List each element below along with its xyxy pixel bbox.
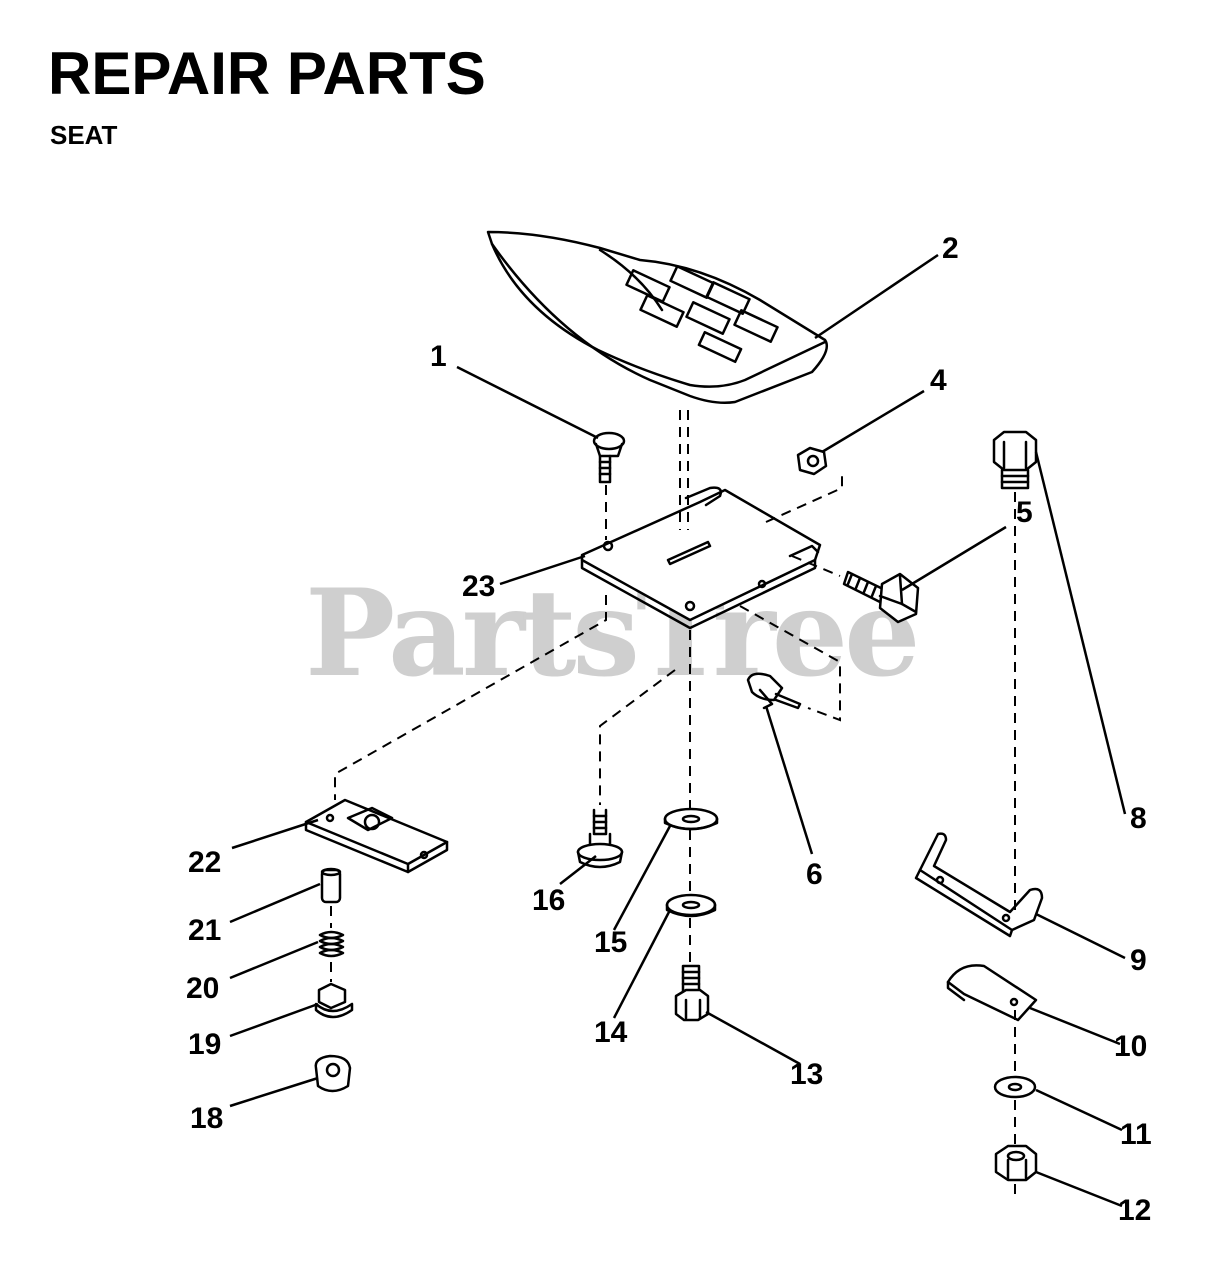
hex-bolt-part bbox=[842, 570, 920, 624]
bracket-part-9 bbox=[914, 832, 1044, 938]
clip-part bbox=[746, 672, 802, 710]
callout-19: 19 bbox=[188, 1028, 221, 1061]
callout-10: 10 bbox=[1114, 1030, 1147, 1063]
carriage-bolt-part bbox=[592, 431, 626, 484]
callout-1: 1 bbox=[430, 340, 447, 373]
callout-9: 9 bbox=[1130, 944, 1147, 977]
leader-lines bbox=[229, 253, 1127, 1208]
plate-part-10 bbox=[946, 964, 1038, 1022]
callout-5: 5 bbox=[1016, 496, 1033, 529]
callout-8: 8 bbox=[1130, 802, 1147, 835]
seat-pan-part bbox=[580, 486, 822, 630]
callout-21: 21 bbox=[188, 914, 221, 947]
nut-part bbox=[796, 446, 828, 476]
flange-nut-part bbox=[314, 1054, 352, 1093]
callout-16: 16 bbox=[532, 884, 565, 917]
lock-nut-part-12 bbox=[994, 1144, 1038, 1182]
bolt-part-8 bbox=[992, 430, 1038, 490]
callout-20: 20 bbox=[186, 972, 219, 1005]
section-subtitle: SEAT bbox=[50, 120, 118, 150]
assembly-dashed-lines bbox=[330, 410, 1016, 1200]
callout-13: 13 bbox=[790, 1058, 823, 1091]
washer-part-15 bbox=[663, 807, 719, 831]
spacer-nut-part bbox=[314, 982, 354, 1019]
pin-part bbox=[320, 867, 342, 904]
callout-14: 14 bbox=[594, 1016, 628, 1049]
callout-4: 4 bbox=[930, 364, 947, 397]
page-title: REPAIR PARTS bbox=[48, 40, 486, 107]
callout-2: 2 bbox=[942, 232, 959, 265]
seat-part bbox=[486, 230, 829, 404]
watermark-text: PartsTree bbox=[305, 563, 920, 704]
washer-part-11 bbox=[993, 1075, 1037, 1099]
washer-part-14 bbox=[665, 893, 717, 918]
mount-bracket-part bbox=[304, 798, 449, 874]
callout-18: 18 bbox=[190, 1102, 223, 1135]
callout-11: 11 bbox=[1120, 1118, 1152, 1151]
callout-12: 12 bbox=[1118, 1194, 1151, 1227]
shoulder-bolt-part bbox=[576, 808, 624, 869]
callout-15: 15 bbox=[594, 926, 627, 959]
callout-22: 22 bbox=[188, 846, 221, 879]
spring-part bbox=[318, 930, 345, 958]
callout-23: 23 bbox=[462, 570, 495, 603]
callout-labels: 1 2 4 5 6 8 9 10 11 12 13 14 15 16 18 19… bbox=[186, 232, 1152, 1227]
bolt-part-13 bbox=[674, 964, 710, 1022]
callout-6: 6 bbox=[806, 858, 823, 891]
